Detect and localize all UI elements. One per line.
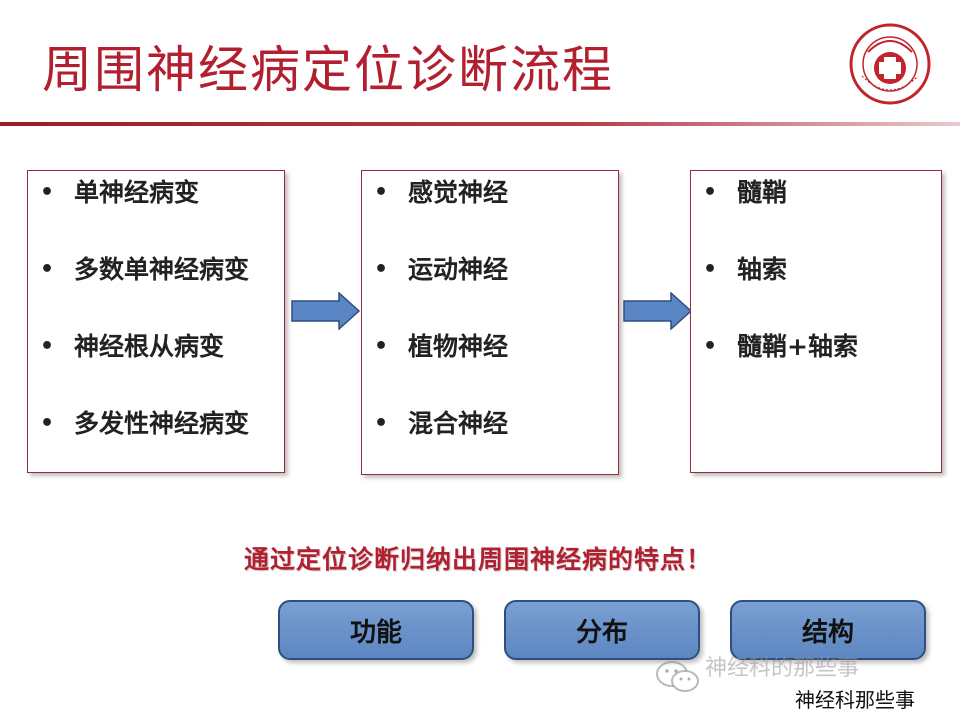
summary-callout: 通过定位诊断归纳出周围神经病的特点！ <box>244 545 713 574</box>
hospital-logo-icon <box>849 23 931 105</box>
watermark-faded-text: 神经科的那些事 <box>705 656 860 681</box>
bullet: • <box>39 411 55 436</box>
pathology-type-box: • 髓鞘 • 轴索 • 髓鞘+轴索 <box>690 170 942 473</box>
list-item: • 感觉神经 <box>362 171 618 248</box>
list-item-label: 植物神经 <box>408 332 509 361</box>
list-item: • 混合神经 <box>362 402 618 479</box>
list-item: • 运动神经 <box>362 248 618 325</box>
list-item: • 单神经病变 <box>28 171 284 248</box>
list-item: • 髓鞘+轴索 <box>691 325 941 402</box>
list-item-label: 髓鞘+轴索 <box>737 332 858 361</box>
bullet: • <box>373 180 389 205</box>
list-item-label: 轴索 <box>737 255 788 284</box>
list-item-label: 神经根从病变 <box>74 332 225 361</box>
list-item-label: 多发性神经病变 <box>74 409 250 438</box>
list-item: • 多发性神经病变 <box>28 402 284 479</box>
list-item: • 神经根从病变 <box>28 325 284 402</box>
arrow-right-icon <box>291 292 361 330</box>
list-item: • 轴索 <box>691 248 941 325</box>
wechat-icon <box>656 661 699 692</box>
fiber-type-box: • 感觉神经 • 运动神经 • 植物神经 • 混合神经 <box>361 170 619 475</box>
bullet: • <box>702 180 718 205</box>
distribution-pill: 分布 <box>504 600 700 660</box>
slide-title: 周围神经病定位诊断流程 <box>42 41 614 99</box>
bullet: • <box>39 257 55 282</box>
list-item: • 植物神经 <box>362 325 618 402</box>
bullet: • <box>702 257 718 282</box>
watermark-account-name: 神经科那些事 <box>795 688 915 712</box>
bullet: • <box>702 334 718 359</box>
arrow-right-icon <box>623 292 693 330</box>
list-item-label: 感觉神经 <box>408 178 509 207</box>
lesion-type-box: • 单神经病变 • 多数单神经病变 • 神经根从病变 • 多发性神经病变 <box>27 170 285 473</box>
list-item-label: 单神经病变 <box>74 178 200 207</box>
function-pill: 功能 <box>278 600 474 660</box>
list-item-label: 运动神经 <box>408 255 509 284</box>
bullet: • <box>39 334 55 359</box>
structure-pill: 结构 <box>730 600 926 660</box>
bullet: • <box>373 257 389 282</box>
list-item-label: 混合神经 <box>408 409 509 438</box>
list-item-label: 髓鞘 <box>737 178 788 207</box>
list-item-label: 多数单神经病变 <box>74 255 250 284</box>
title-divider <box>0 122 960 126</box>
bullet: • <box>373 411 389 436</box>
list-item: • 髓鞘 <box>691 171 941 248</box>
bullet: • <box>373 334 389 359</box>
bullet: • <box>39 180 55 205</box>
list-item: • 多数单神经病变 <box>28 248 284 325</box>
